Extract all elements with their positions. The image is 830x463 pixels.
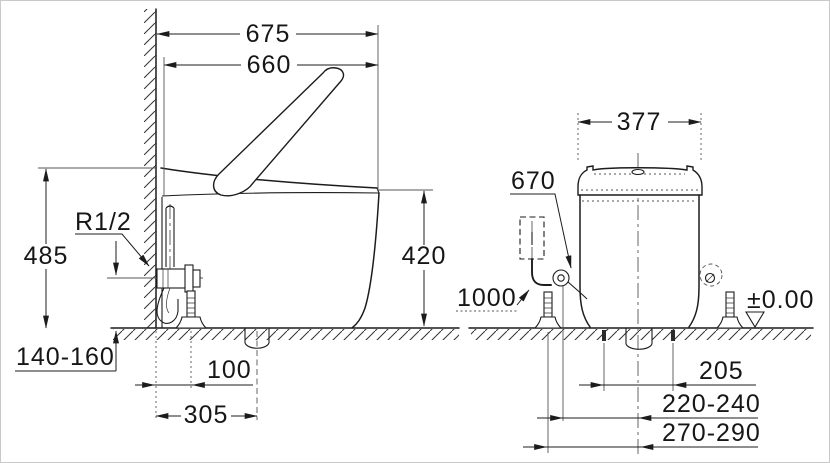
wall-hatching (144, 9, 156, 328)
side-connection-circle (699, 263, 723, 287)
dim-supply-height: 140-160 (15, 241, 119, 372)
cistern-front (577, 165, 703, 328)
flex-hose (156, 287, 179, 324)
dim-seat-height: 485 (20, 167, 156, 329)
dim-rough-in-label: 305 (184, 401, 229, 429)
dim-bolt-to-wall-label: 100 (207, 356, 252, 384)
dim-tank-width: 377 (577, 108, 702, 163)
wall-section (144, 8, 157, 329)
front-view: ±0.00 377 670 1000 (456, 108, 814, 457)
label-hose-length: 670 (510, 167, 572, 269)
valve-body (156, 268, 188, 289)
drain-outlet-front (625, 328, 653, 350)
toilet-side-profile (160, 167, 380, 329)
tank-lid (577, 165, 703, 196)
dim-supply-offset-label: 220-240 (662, 390, 761, 418)
dim-rough-in: 305 (155, 331, 258, 429)
floor-bolt-front-left (533, 291, 563, 453)
floor-hatching (471, 329, 811, 340)
dim-cable-offset: 270-290 (523, 419, 761, 450)
cable-length-label: 1000 (457, 284, 517, 312)
floor-right (468, 327, 814, 340)
dim-bowl-height-label: 420 (402, 242, 447, 270)
dim-fixing-spacing: 205 (579, 357, 756, 388)
supply-valve-assembly (107, 204, 203, 324)
hose-length-label: 670 (511, 167, 556, 195)
dim-ceramic-depth: 660 (163, 51, 379, 196)
dim-seat-height-label: 485 (24, 242, 69, 270)
floor-bolt-front-right (715, 291, 745, 329)
toilet-lid-open (212, 67, 345, 197)
dim-bowl-height: 420 (377, 189, 450, 327)
floor-hatching (113, 329, 459, 340)
drain-outlet-side (244, 328, 270, 349)
tank-left-edge (579, 194, 591, 328)
hose-connector (552, 269, 588, 421)
dim-bolt-to-wall: 100 (135, 331, 253, 420)
seat-underside-edge (161, 192, 380, 197)
bolt-base (174, 316, 208, 329)
floor-level-label: ±0.00 (747, 286, 814, 314)
valve-flange (184, 264, 194, 293)
floor-bolt-side (174, 290, 208, 329)
bowl-front-edge (351, 192, 380, 329)
side-view: 675 660 485 R1/2 140-160 (15, 8, 460, 429)
seat-top-edge (160, 167, 378, 189)
dim-supply-height-label: 140-160 (16, 343, 115, 371)
dim-cable-offset-label: 270-290 (662, 419, 761, 447)
label-cable-length: 1000 (456, 284, 530, 312)
lid-button (631, 168, 645, 176)
dim-supply-offset: 220-240 (537, 390, 761, 421)
dim-overall-depth-label: 675 (246, 20, 291, 48)
power-cable (531, 258, 552, 286)
hose-into-tank (567, 281, 588, 300)
level-triangle-icon (745, 311, 765, 329)
hose-length-leader (510, 193, 572, 269)
level-marker: ±0.00 (745, 286, 814, 329)
label-supply-thread: R1/2 (75, 208, 150, 267)
valve-nut (192, 269, 201, 288)
floor-left (110, 327, 460, 340)
dim-overall-depth: 675 (156, 20, 379, 189)
electrical-box (519, 216, 545, 263)
supply-pipe (165, 205, 175, 267)
supply-thread-label: R1/2 (75, 208, 132, 236)
fixing-holes (602, 330, 675, 391)
dim-tank-width-label: 377 (617, 108, 662, 136)
supply-thread-leader (75, 233, 150, 267)
cable-length-leader (516, 289, 530, 306)
tank-right-edge (688, 194, 700, 328)
dim-fixing-spacing-label: 205 (699, 357, 744, 385)
dim-ceramic-depth-label: 660 (247, 51, 292, 79)
